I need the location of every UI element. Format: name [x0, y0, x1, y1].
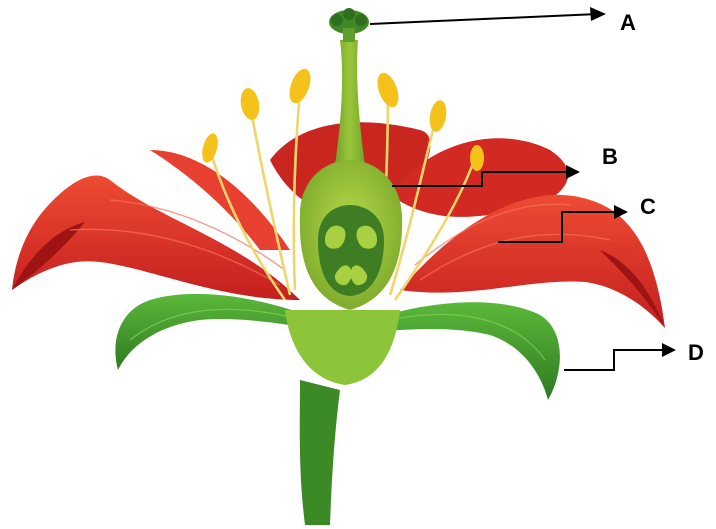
receptacle — [285, 310, 400, 385]
pointer-a — [370, 14, 598, 24]
arrowhead-c — [614, 205, 628, 219]
arrowhead-d — [662, 343, 676, 357]
label-b: B — [602, 146, 618, 168]
pointer-d — [564, 350, 668, 370]
anther — [427, 99, 448, 133]
anther — [470, 145, 484, 171]
sepal-left — [115, 294, 320, 370]
anther — [199, 132, 220, 165]
anther — [373, 70, 402, 110]
stem — [300, 380, 340, 525]
label-c: C — [640, 196, 656, 218]
label-a: A — [620, 12, 636, 34]
anther — [285, 66, 314, 106]
style — [335, 40, 365, 165]
stigma — [329, 8, 369, 42]
arrowhead-a — [590, 7, 606, 21]
anther — [238, 87, 261, 122]
label-d: D — [688, 342, 704, 364]
arrowhead-b — [566, 165, 580, 179]
